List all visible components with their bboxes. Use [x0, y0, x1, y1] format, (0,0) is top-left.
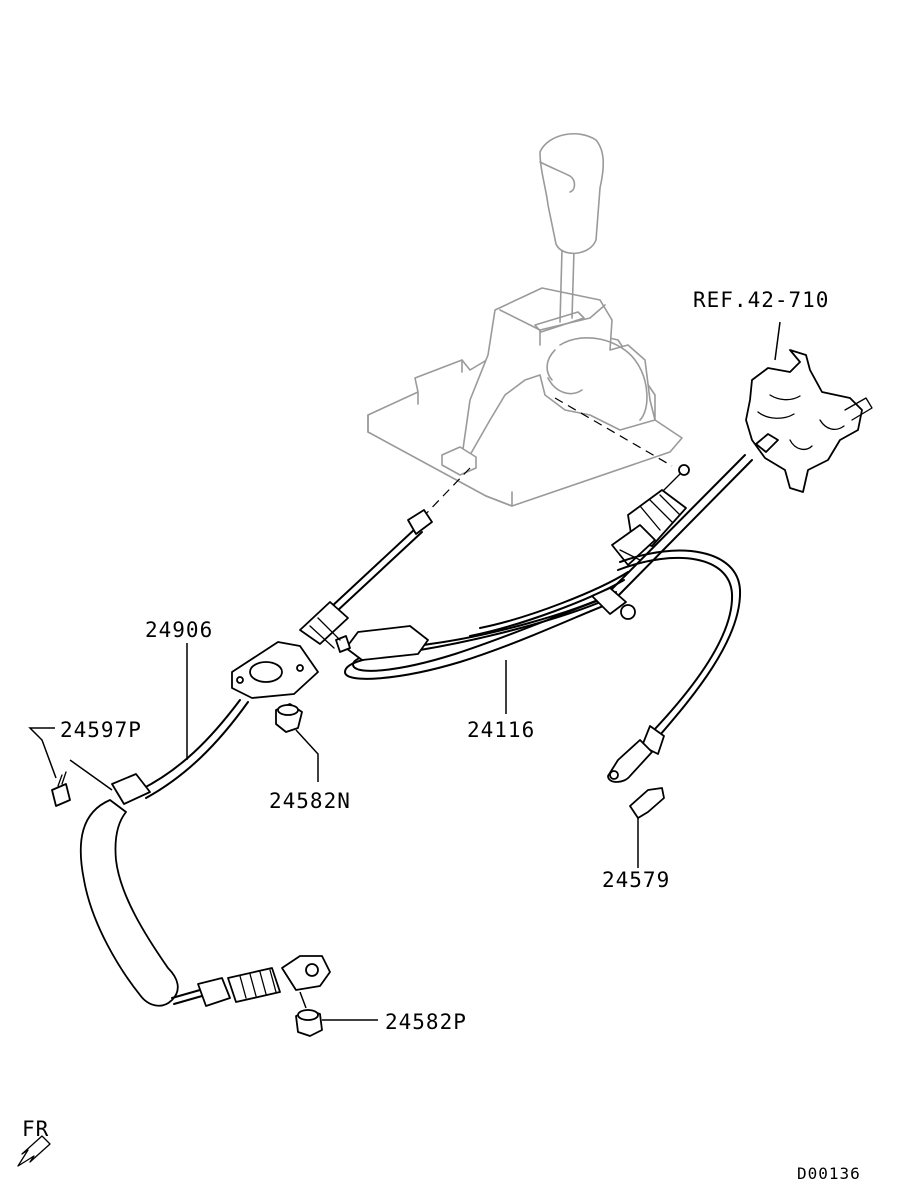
shift-cable-24906 — [79, 509, 433, 1007]
front-label: FR — [22, 1117, 49, 1141]
transmission-reference — [745, 321, 873, 493]
bolt-24597P — [28, 727, 113, 807]
attach-line-left — [419, 467, 471, 521]
shift-lever-assembly — [367, 132, 690, 507]
part-label-24579: 24579 — [602, 868, 670, 892]
attach-line-right — [554, 397, 673, 467]
front-arrow-icon — [17, 1135, 51, 1167]
part-label-24597P: 24597P — [60, 718, 142, 742]
leader-24597P-a — [28, 727, 57, 779]
leader-24582N — [295, 729, 319, 782]
bushing-24582N — [275, 703, 319, 782]
clip-24579 — [629, 787, 665, 868]
part-label-24582P: 24582P — [385, 1010, 467, 1034]
shift-cable-24116 — [335, 454, 753, 783]
leader-24582P-a — [299, 991, 307, 1009]
diagram-id: D00136 — [797, 1164, 861, 1183]
part-label-24906: 24906 — [145, 618, 213, 642]
front-direction-indicator: FR — [17, 1117, 51, 1167]
ref-label: REF.42-710 — [693, 288, 829, 312]
leader-24597P-b — [69, 759, 113, 791]
part-label-24116: 24116 — [467, 718, 535, 742]
bushing-24582P — [295, 991, 378, 1037]
part-label-24582N: 24582N — [269, 789, 351, 813]
ref-leader — [774, 321, 781, 361]
